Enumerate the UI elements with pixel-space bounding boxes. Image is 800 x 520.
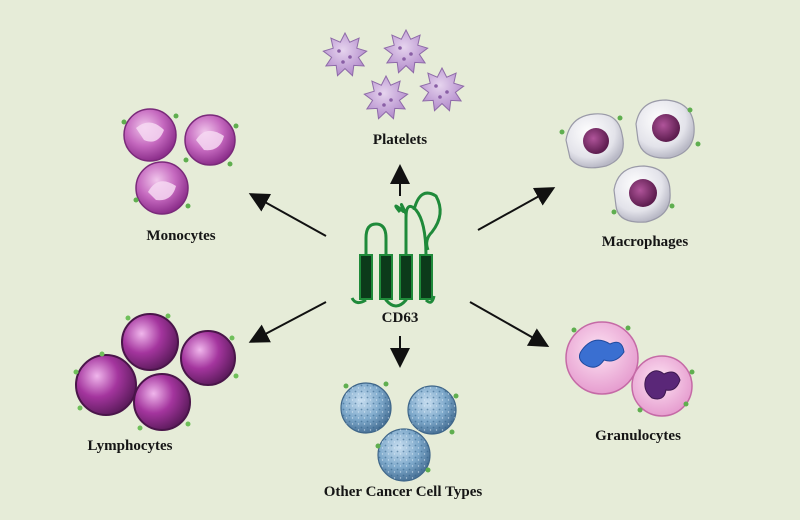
lymphocyte-cell [75, 354, 137, 416]
granulocyte-cell [565, 321, 639, 395]
cancer-cell [340, 382, 392, 434]
arrows [248, 164, 556, 368]
lymphocytes-label: Lymphocytes [87, 438, 173, 454]
lymphocyte-cell [133, 373, 191, 431]
cancer-cell [377, 428, 431, 482]
monocytes-illustration [121, 108, 239, 215]
arrow-to-macrophages [477, 187, 556, 231]
monocyte-cell [123, 108, 177, 162]
macrophage-cell [635, 99, 695, 159]
monocyte-cell [135, 161, 189, 215]
arrow-to-monocytes [248, 193, 327, 237]
platelets-label: Platelets [372, 132, 428, 148]
cd63-markers [121, 113, 239, 209]
macrophage-cell [613, 165, 671, 223]
granulocytes-illustration [565, 321, 695, 417]
macrophages-illustration [559, 99, 701, 223]
cd63-markers [559, 107, 701, 215]
cancer-cells-illustration [340, 381, 459, 482]
cd63-markers [571, 325, 695, 413]
cd63-markers [73, 313, 239, 431]
cancer-cell [407, 385, 457, 435]
arrow-to-lymphocytes [248, 301, 327, 343]
platelet-cell [419, 66, 465, 112]
cd63-markers [343, 381, 459, 473]
platelet-cell [363, 74, 409, 120]
granulocytes-label: Granulocytes [595, 428, 681, 444]
cd63-label: CD63 [381, 310, 419, 326]
cancer-cells-label: Other Cancer Cell Types [323, 484, 483, 500]
lymphocyte-cell [121, 313, 179, 371]
platelets-illustration [322, 28, 465, 120]
platelet-cell [322, 31, 368, 77]
macrophage-cell [565, 113, 624, 169]
arrow-to-granulocytes [469, 301, 550, 347]
monocytes-label: Monocytes [146, 228, 216, 244]
monocyte-cell [184, 114, 236, 166]
lymphocytes-illustration [73, 313, 239, 431]
macrophages-label: Macrophages [601, 234, 689, 250]
platelet-cell [383, 28, 429, 74]
cd63-protein-icon [350, 191, 442, 308]
granulocyte-cell [631, 355, 693, 417]
lymphocyte-cell [180, 330, 236, 386]
